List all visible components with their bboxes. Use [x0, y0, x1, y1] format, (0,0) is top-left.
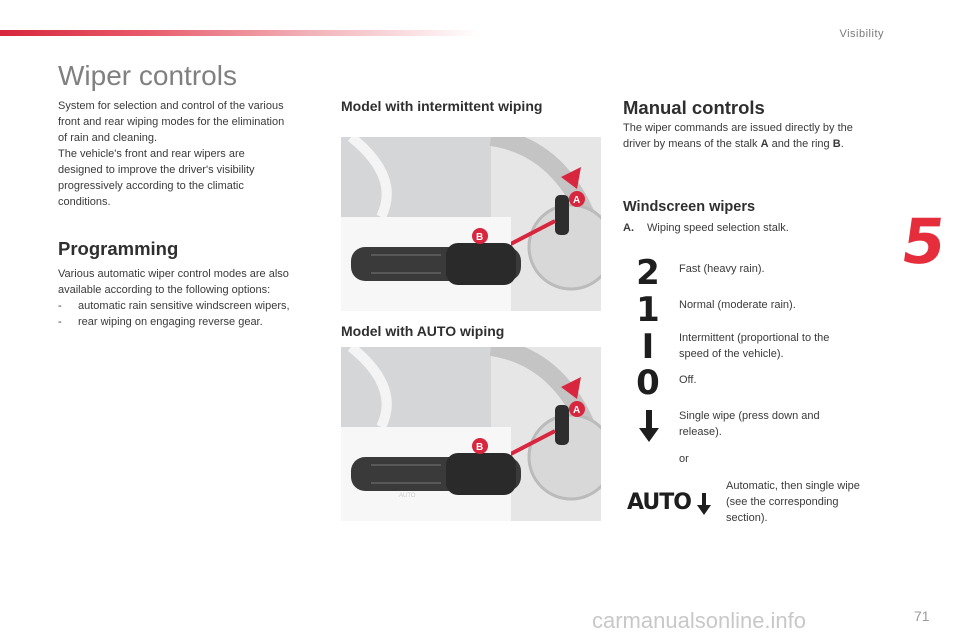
option-text: rear wiping on engaging reverse gear.	[78, 316, 263, 328]
chapter-number: 5	[896, 205, 951, 278]
mode-line: release).	[679, 426, 722, 438]
callout-a-label: A	[573, 405, 580, 416]
mode-line: Fast (heavy rain).	[679, 263, 765, 275]
mode-line: speed of the vehicle).	[679, 348, 784, 360]
callout-a-label: A	[573, 195, 580, 206]
intermittent-symbol: I	[641, 327, 655, 367]
auto-line: section).	[726, 512, 768, 524]
speed-1-symbol: 1	[636, 290, 660, 330]
manual-controls-text: The wiper commands are issued directly b…	[623, 120, 889, 152]
mode-description: Intermittent (proportional to the speed …	[679, 330, 869, 362]
programming-line: Various automatic wiper control modes ar…	[58, 268, 289, 280]
intermittent-stalk-illustration: A B	[341, 137, 601, 311]
auto-down-arrow-icon	[697, 493, 711, 515]
callout-b-label: B	[476, 232, 483, 243]
callout-b-label: B	[476, 442, 483, 453]
programming-option: - automatic rain sensitive windscreen wi…	[58, 298, 326, 314]
mode-description: Normal (moderate rain).	[679, 297, 869, 313]
intermittent-heading: Model with intermittent wiping	[341, 98, 543, 114]
auto-line: (see the corresponding	[726, 496, 839, 508]
auto-line: Automatic, then single wipe	[726, 480, 860, 492]
stalk-ref: A	[760, 138, 769, 150]
manual-text-part: .	[840, 138, 844, 150]
header-accent-bar	[0, 30, 480, 36]
mode-description: Fast (heavy rain).	[679, 261, 869, 277]
intro-line: of rain and cleaning.	[58, 132, 158, 144]
auto-symbol-text: AUTO	[627, 490, 692, 515]
speed-2-symbol: 2	[636, 253, 660, 293]
auto-symbol: AUTO	[627, 490, 692, 515]
programming-line: available according to the following opt…	[58, 284, 271, 296]
mode-line: Normal (moderate rain).	[679, 299, 796, 311]
down-arrow-icon	[639, 410, 659, 442]
manual-line: The wiper commands are issued directly b…	[623, 122, 853, 134]
intro-line: The vehicle's front and rear wipers are	[58, 148, 245, 160]
windscreen-wipers-heading: Windscreen wipers	[623, 199, 756, 215]
watermark: carmanualsonline.info	[592, 608, 807, 633]
intro-line: System for selection and control of the …	[58, 100, 284, 112]
or-separator: or	[679, 453, 689, 465]
mode-description: Off.	[679, 372, 869, 388]
page-number: 71	[914, 608, 930, 624]
programming-option: - rear wiping on engaging reverse gear.	[58, 314, 326, 330]
auto-model-heading: Model with AUTO wiping	[341, 323, 505, 339]
off-symbol: 0	[636, 363, 660, 403]
stalk-a-item: A. Wiping speed selection stalk.	[623, 222, 789, 234]
mode-line: Intermittent (proportional to the	[679, 332, 830, 344]
manual-controls-heading: Manual controls	[623, 97, 765, 118]
programming-text: Various automatic wiper control modes ar…	[58, 266, 326, 330]
bullet-dash: -	[58, 300, 62, 312]
manual-text-part: and the ring	[768, 138, 833, 150]
programming-heading: Programming	[58, 238, 179, 259]
mode-line: Single wipe (press down and	[679, 410, 820, 422]
intro-line: progressively according to the climatic	[58, 180, 244, 192]
intro-line: conditions.	[58, 196, 111, 208]
bullet-dash: -	[58, 316, 62, 328]
intro-line: front and rear wiping modes for the elim…	[58, 116, 285, 128]
auto-stalk-illustration: A B AUTO	[341, 347, 601, 521]
manual-text-part: driver by means of the stalk	[623, 138, 761, 150]
stalk-auto-marking: AUTO	[399, 493, 416, 499]
page-title: Wiper controls	[58, 60, 237, 91]
ring-ref: B	[832, 138, 841, 150]
mode-line: Off.	[679, 374, 697, 386]
option-text: automatic rain sensitive windscreen wipe…	[78, 300, 290, 312]
mode-description: Single wipe (press down and release).	[679, 408, 869, 440]
auto-description: Automatic, then single wipe (see the cor…	[726, 478, 886, 526]
item-label: A.	[623, 222, 634, 234]
manual-line: driver by means of the stalk A and the r…	[623, 136, 889, 152]
intro-paragraph: System for selection and control of the …	[58, 98, 320, 210]
item-text: Wiping speed selection stalk.	[647, 222, 789, 234]
intro-line: designed to improve the driver's visibil…	[58, 164, 255, 176]
section-title: Visibility	[839, 28, 884, 40]
